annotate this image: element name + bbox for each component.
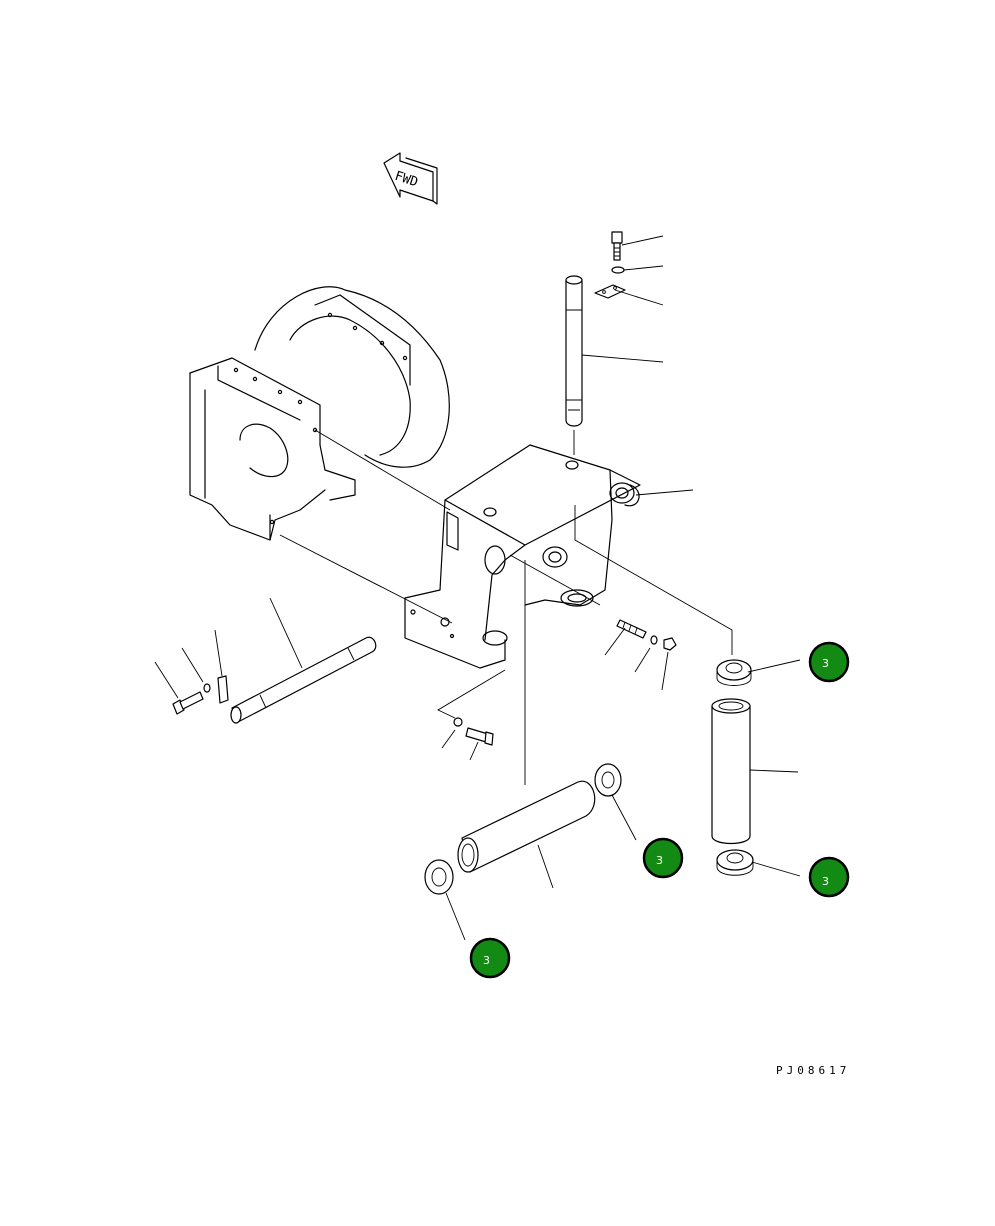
seal-top-right: [716, 659, 752, 686]
lower-bolt-group: [453, 717, 494, 746]
fwd-arrow: FWD: [383, 152, 438, 205]
figure-code: PJ08617: [776, 1064, 851, 1077]
vertical-pin: [565, 275, 583, 427]
vertical-bushing: [711, 698, 751, 845]
top-bolt-group: [594, 231, 626, 299]
right-bolt-group: [616, 619, 677, 651]
callout-badge: 3: [469, 937, 511, 979]
callout-label: 3: [822, 657, 829, 670]
callout-label: 3: [656, 854, 663, 867]
horizontal-pin: [230, 636, 377, 724]
seal-bottom-right: [716, 849, 754, 876]
callout-label: 3: [822, 875, 829, 888]
callout-badge: 3: [808, 641, 850, 683]
seal-upper-right: [594, 763, 622, 797]
seal-left: [424, 859, 454, 895]
callout-badge: 3: [808, 856, 850, 898]
callout-badge: 3: [642, 837, 684, 879]
support-bracket: [404, 444, 641, 669]
fwd-label: FWD: [393, 169, 420, 191]
transmission-housing: [189, 286, 450, 541]
left-bolt-group: [172, 675, 229, 715]
diagonal-bushing: [457, 780, 596, 873]
callout-label: 3: [483, 954, 490, 967]
leader-lines: [154, 235, 801, 941]
